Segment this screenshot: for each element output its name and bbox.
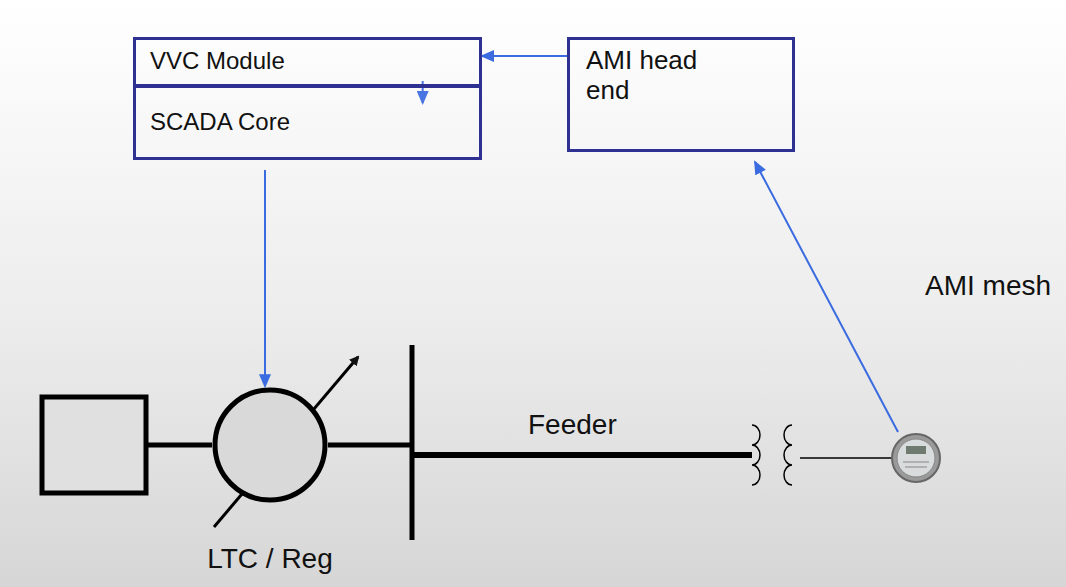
- module-box: SCADA Core: [133, 85, 482, 160]
- box-title: SCADA Core: [150, 108, 479, 136]
- meter-picture: [892, 434, 940, 482]
- link-label: AMI mesh: [925, 270, 1051, 302]
- service-wire: [800, 457, 892, 459]
- tap-changer-arrow: [214, 357, 358, 527]
- module-box: VVC Module: [133, 37, 482, 87]
- ami-mesh-arrow: [755, 162, 898, 432]
- bus-bar: [410, 345, 415, 540]
- control-arrow: [482, 55, 567, 57]
- box-title: AMI head end: [586, 46, 716, 106]
- wire: [146, 443, 212, 448]
- control-arrow: [264, 170, 266, 386]
- wire: [328, 443, 412, 448]
- transformer-coil: [752, 425, 760, 485]
- device-label: LTC / Reg: [207, 543, 333, 575]
- transformer-coil: [784, 425, 792, 485]
- source-box: [42, 397, 146, 493]
- box-title: VVC Module: [150, 47, 479, 75]
- feeder-label: Feeder: [528, 409, 617, 441]
- regulator-symbol: LTC / Reg: [212, 387, 328, 503]
- regulator-outline: [212, 387, 328, 503]
- feeder-line: [412, 452, 752, 458]
- system-box: AMI head end: [567, 37, 795, 152]
